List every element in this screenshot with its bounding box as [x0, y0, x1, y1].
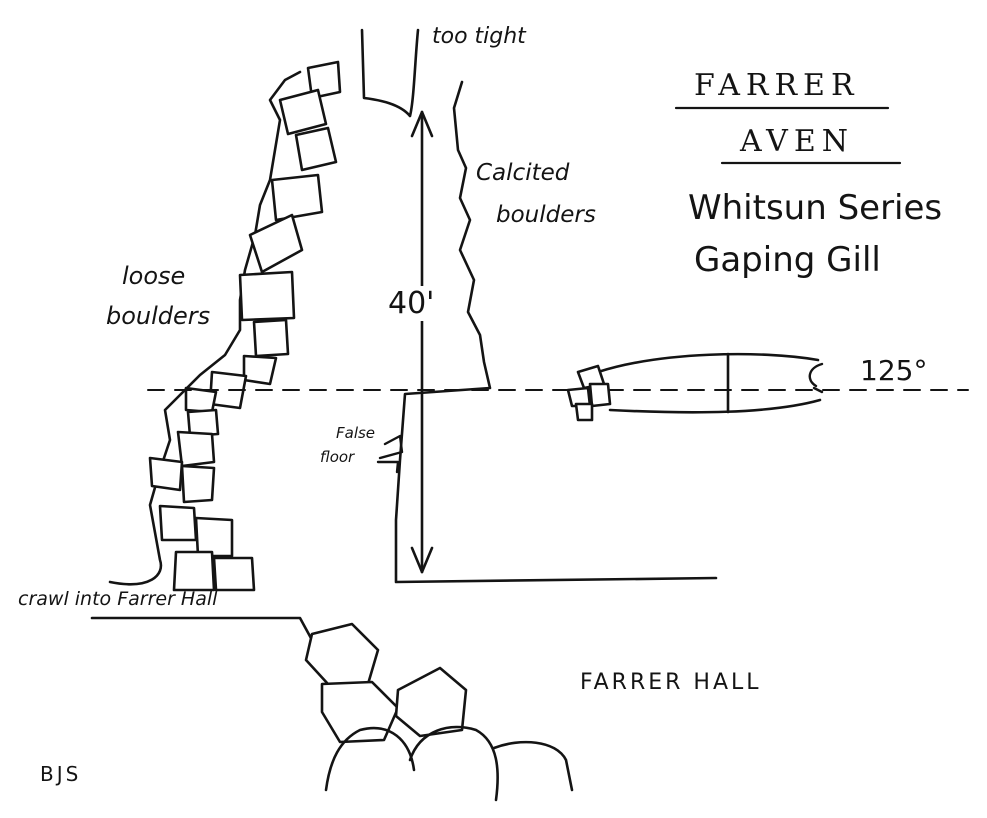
- left-wall-line: [108, 70, 302, 586]
- false-floor-ledge: [376, 434, 404, 474]
- title-line-2: AVEN: [740, 124, 854, 159]
- loose-boulders-label-line-2: boulders: [106, 302, 211, 330]
- title-line-4: Gaping Gill: [694, 240, 881, 280]
- height-label: 40': [386, 286, 437, 321]
- lower-boulders: [304, 622, 574, 802]
- angle-label: 125°: [856, 354, 932, 387]
- plan-view: [566, 352, 824, 422]
- crawl-floor-line: [90, 616, 314, 642]
- false-floor-label-line-2: floor: [320, 448, 355, 466]
- loose-boulder-stack: [148, 60, 342, 592]
- too-tight-label: too tight: [432, 24, 526, 49]
- loose-boulders-label-line-1: loose: [122, 262, 186, 290]
- too-tight-slot: [360, 28, 420, 118]
- author-initials: BJS: [40, 762, 82, 786]
- calcited-label-line-1: Calcited: [476, 160, 570, 186]
- calcited-wall: [394, 80, 718, 584]
- title-line-3: Whitsun Series: [688, 188, 943, 228]
- farrer-hall-label: FARRER HALL: [580, 670, 762, 695]
- crawl-label: crawl into Farrer Hall: [18, 588, 218, 610]
- false-floor-label-line-1: False: [336, 424, 376, 442]
- calcited-label-line-2: boulders: [496, 202, 596, 228]
- height-arrow: [410, 110, 434, 574]
- title-line-1: FARRER: [694, 68, 860, 103]
